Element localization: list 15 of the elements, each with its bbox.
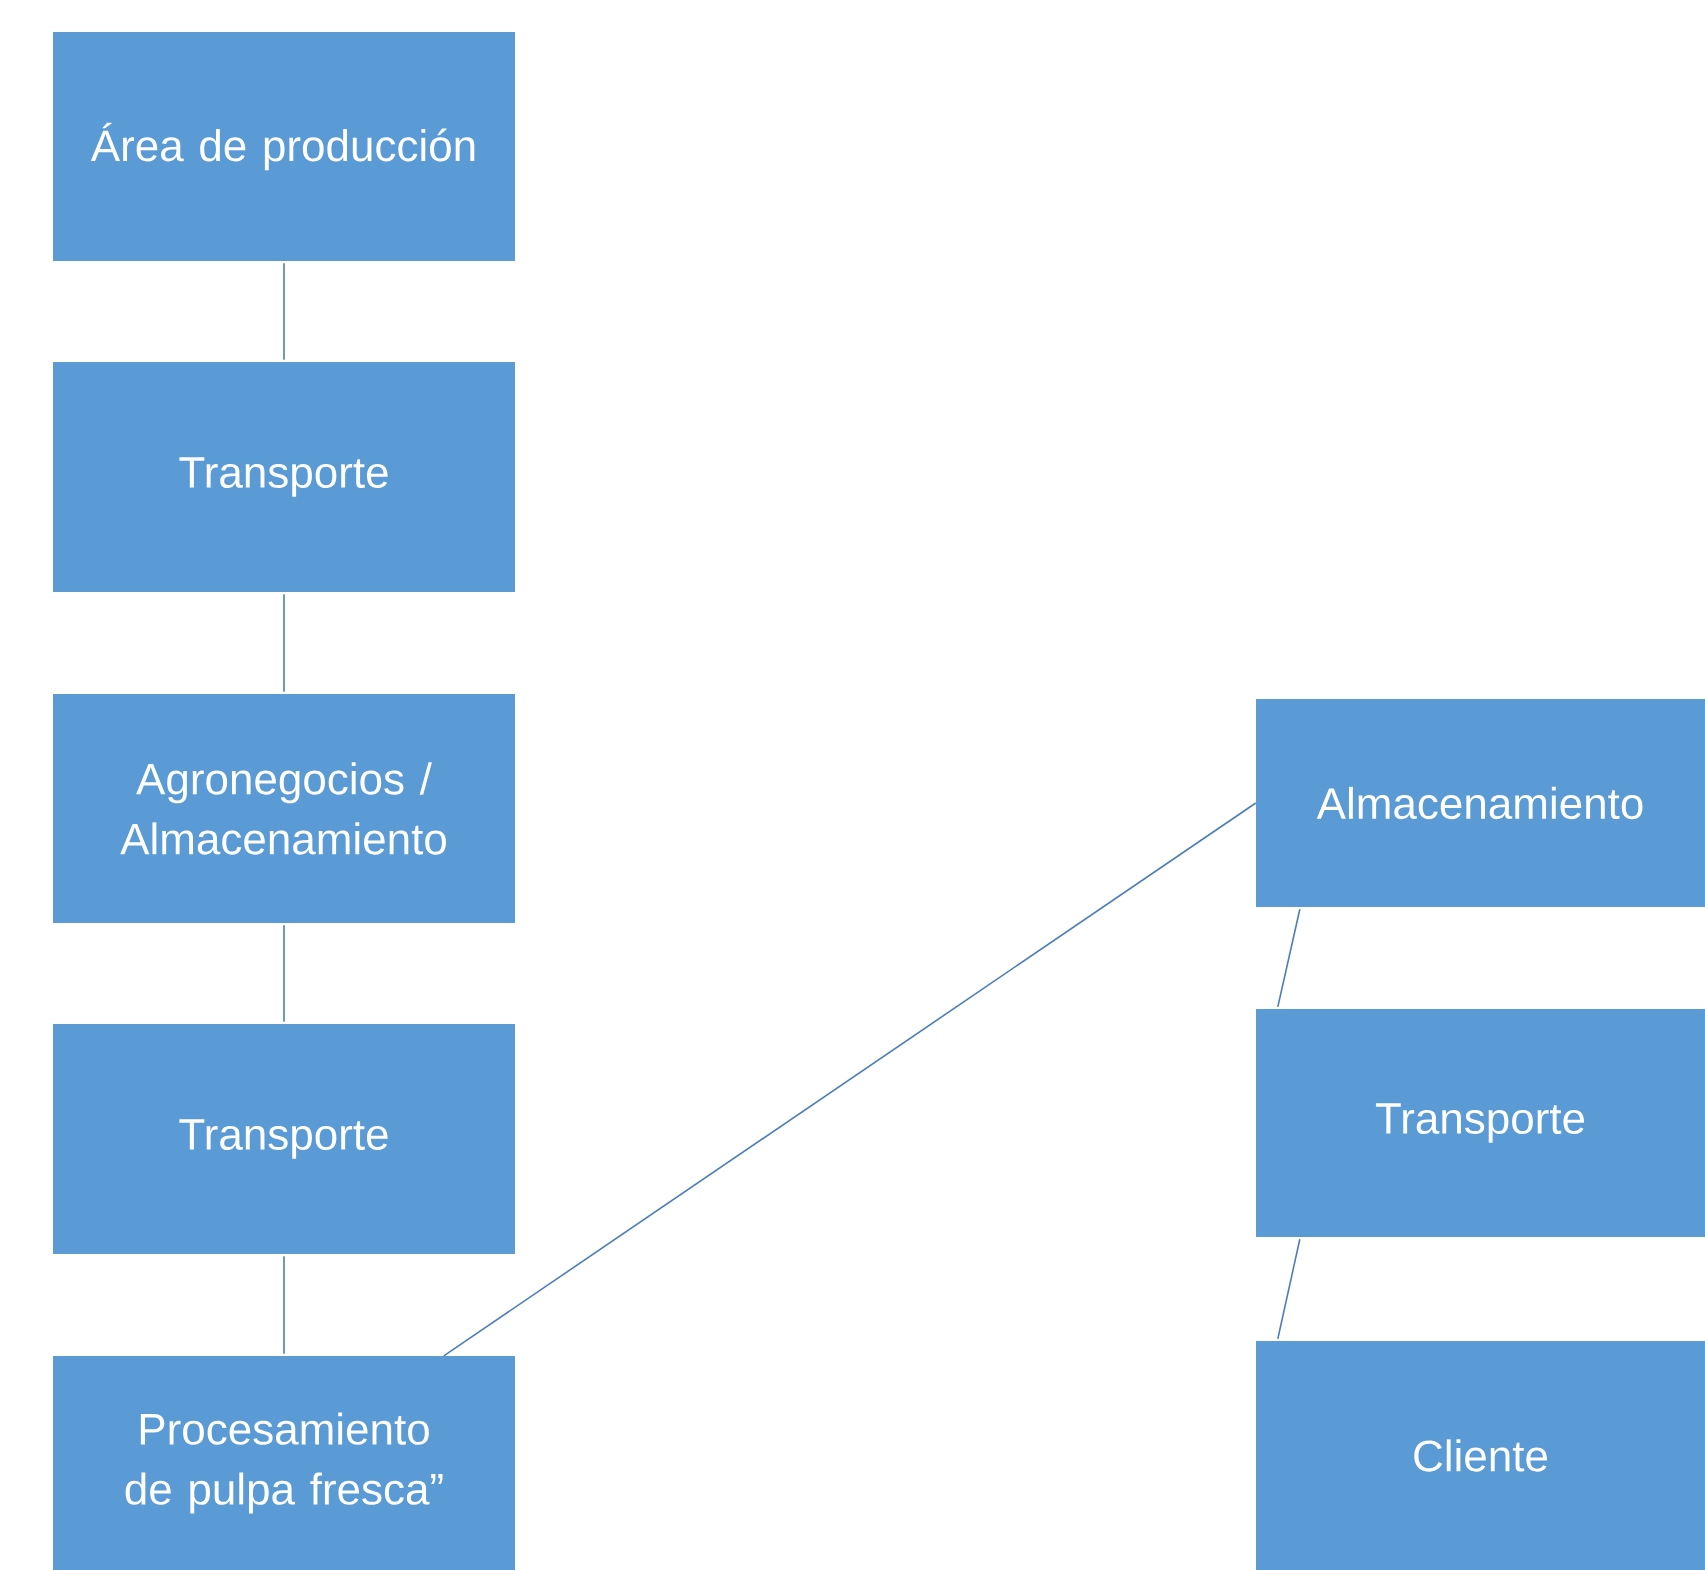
connector-line bbox=[283, 1255, 285, 1355]
connector-line bbox=[283, 262, 285, 361]
process-box: Agronegocios / Almacenamiento bbox=[53, 694, 515, 923]
connector-line bbox=[283, 593, 285, 693]
process-box: Procesamiento de pulpa fresca” bbox=[53, 1356, 515, 1570]
connector-line bbox=[1277, 1238, 1301, 1340]
connector-line bbox=[443, 802, 1257, 1357]
process-box: Transporte bbox=[53, 1024, 515, 1254]
connector-line bbox=[283, 924, 285, 1023]
process-box: Cliente bbox=[1256, 1341, 1705, 1570]
process-box: Transporte bbox=[1256, 1009, 1705, 1237]
process-box: Almacenamiento bbox=[1256, 699, 1705, 907]
connector-line bbox=[1277, 908, 1301, 1008]
process-box: Área de producción bbox=[53, 32, 515, 261]
process-box: Transporte bbox=[53, 362, 515, 592]
